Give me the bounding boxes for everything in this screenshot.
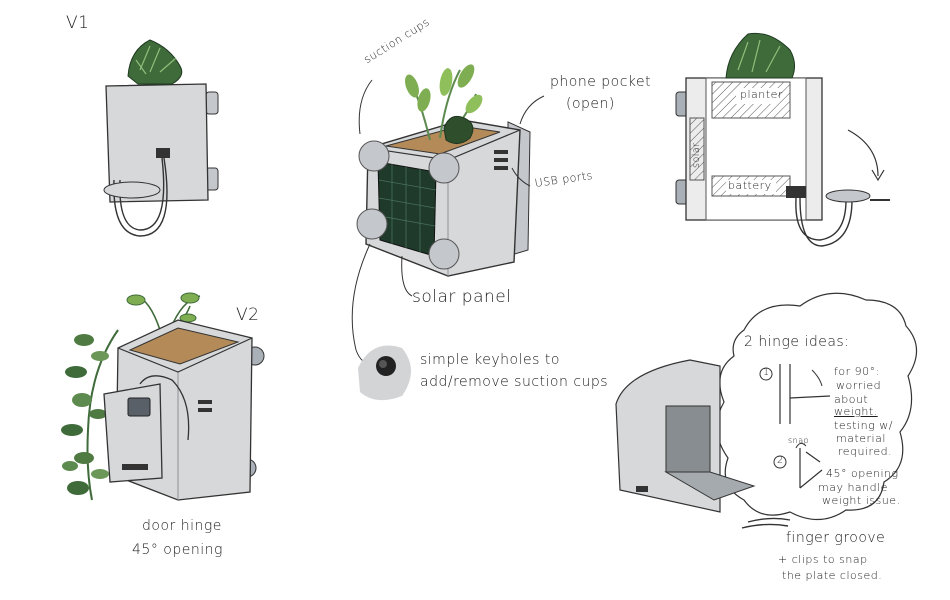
suction-cup: [358, 140, 390, 172]
idea1-text-6: material: [836, 432, 886, 445]
idea1-text-5: testing w/: [834, 419, 893, 432]
clips-label-line2: the plate closed.: [782, 569, 883, 582]
idea1-text-3: about: [834, 393, 869, 406]
keyholes-label-line1: simple keyholes to: [420, 352, 560, 368]
solar-label: solar: [691, 142, 702, 168]
keyhole-detail: [358, 345, 411, 401]
idea2-text-3: weight issue.: [822, 494, 901, 507]
idea2-circle: [773, 455, 787, 469]
v1-label: V1: [66, 13, 90, 33]
idea1-number: 1: [763, 367, 770, 378]
idea2-number: 2: [777, 455, 784, 466]
cutaway-sketch: [675, 32, 890, 247]
v2-vines: [61, 292, 201, 501]
clips-label-line1: + clips to snap: [778, 553, 868, 566]
cutaway-plant: [725, 32, 796, 79]
cutaway-connector: [786, 186, 806, 198]
solar-strip: [689, 117, 705, 181]
door-detail: [615, 359, 791, 529]
suction-cup: [205, 91, 219, 115]
v1-body: [105, 83, 209, 203]
v1-connector: [156, 148, 170, 158]
battery-label: battery: [728, 179, 772, 192]
finger-groove-mark: [747, 517, 791, 523]
phone-pocket-open-label: (open): [566, 96, 615, 112]
opening-label: 45° opening: [132, 542, 223, 558]
phone-pocket-label: phone pocket: [550, 74, 652, 90]
v2-soil: [128, 327, 240, 365]
hinge-ideas-cloud: [716, 292, 918, 521]
idea2-text-2: may handle: [818, 481, 888, 494]
idea1-text-2: worried: [836, 379, 882, 392]
base-plate: [825, 189, 871, 203]
solar-panel: [377, 161, 437, 257]
v1-sketch: [103, 39, 219, 237]
door-hinge-label: door hinge: [142, 518, 222, 534]
suction-cup: [356, 208, 388, 240]
suction-cup: [428, 152, 460, 184]
center-cube: [351, 64, 545, 364]
v2-sketch: [61, 292, 265, 501]
solar-panel-label: solar panel: [412, 287, 512, 307]
suction-cup: [428, 238, 460, 270]
idea1-text-1: for 90°:: [834, 365, 880, 378]
door-plate: [664, 471, 756, 501]
planter-label: planter: [740, 88, 783, 101]
finger-groove-label: finger groove: [786, 530, 886, 546]
idea2-text-1: 45° opening: [826, 467, 899, 480]
snap-label: snap: [788, 436, 810, 445]
door-opening: [665, 405, 711, 473]
idea1-circle: [759, 367, 773, 381]
v2-label: V2: [236, 305, 260, 325]
cube-plant: [405, 64, 483, 144]
idea1-text-4: weight.: [834, 405, 878, 418]
keyholes-label-line2: add/remove suction cups: [420, 374, 609, 390]
v1-base-plate: [103, 181, 161, 199]
v1-plant: [127, 39, 183, 85]
idea1-text-7: required.: [838, 445, 893, 458]
v2-phone: [127, 397, 151, 417]
hinge-ideas-title: 2 hinge ideas:: [744, 334, 850, 350]
